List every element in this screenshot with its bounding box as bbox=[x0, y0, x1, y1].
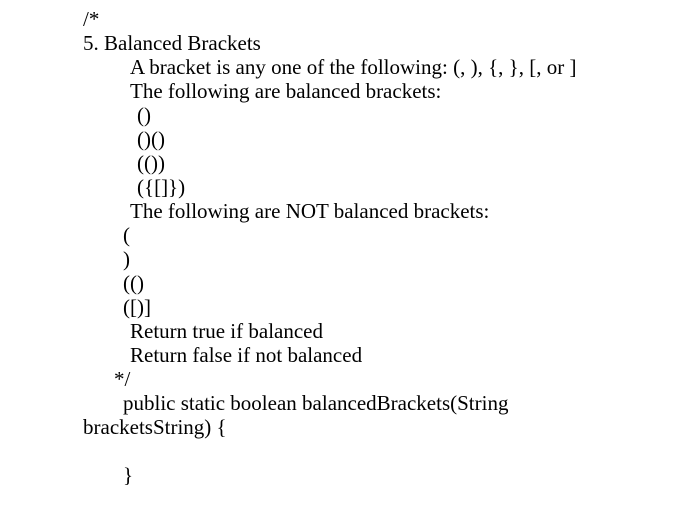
code-line: bracketsString) { bbox=[83, 415, 227, 439]
code-line: ([)] bbox=[123, 295, 151, 319]
code-line: 5. Balanced Brackets bbox=[83, 31, 261, 55]
code-line bbox=[0, 439, 700, 463]
code-line: ( bbox=[123, 223, 130, 247]
code-line: Return true if balanced bbox=[130, 319, 323, 343]
code-line: ({[]}) bbox=[137, 175, 186, 199]
code-line: A bracket is any one of the following: (… bbox=[130, 55, 577, 79]
code-line: /* bbox=[83, 7, 100, 31]
code-line: ()() bbox=[137, 127, 165, 151]
code-line: */ bbox=[114, 367, 131, 391]
code-line: public static boolean balancedBrackets(S… bbox=[123, 391, 509, 415]
code-line: } bbox=[123, 463, 134, 487]
code-line: (()) bbox=[137, 151, 165, 175]
code-line: ) bbox=[123, 247, 130, 271]
code-line: The following are balanced brackets: bbox=[130, 79, 442, 103]
code-line: Return false if not balanced bbox=[130, 343, 363, 367]
code-line: The following are NOT balanced brackets: bbox=[130, 199, 490, 223]
code-line: (() bbox=[123, 271, 144, 295]
code-line: () bbox=[137, 103, 151, 127]
